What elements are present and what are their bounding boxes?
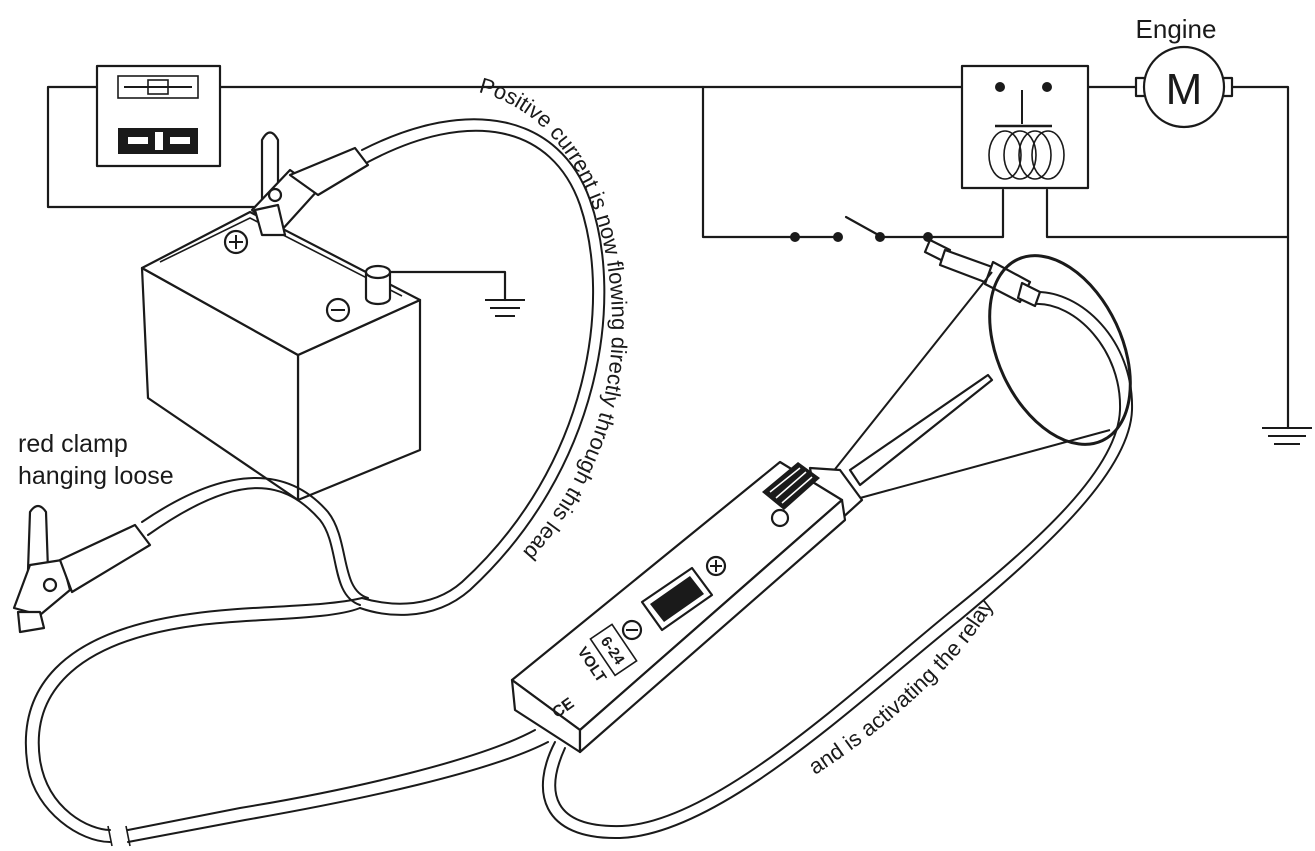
ground-symbol-icon xyxy=(485,299,525,317)
circuit-wiring xyxy=(46,85,1290,430)
relay xyxy=(960,64,1090,190)
activating-relay-text: and is activating the relay xyxy=(804,594,998,779)
right-ground-wire xyxy=(1230,85,1290,430)
battery-ground-wire xyxy=(376,270,507,302)
probe-clip xyxy=(923,238,1042,308)
switch-blade xyxy=(844,215,884,239)
positive-current-annotation: Positive current is now flowing directly… xyxy=(477,73,632,566)
led-indicator xyxy=(770,508,790,528)
engine-label: Engine xyxy=(1136,14,1217,44)
plus-circle-icon xyxy=(705,555,727,577)
minus-circle-icon xyxy=(325,297,351,323)
activating-relay-annotation: and is activating the relay xyxy=(804,594,998,779)
coil-feed-wire xyxy=(930,188,1005,239)
magnifier-cone xyxy=(827,254,1132,499)
battery-positive-clamp xyxy=(250,131,370,237)
battery xyxy=(140,210,422,502)
red-clamp-label-line1: red clamp xyxy=(18,430,128,458)
circuit-tester: 6-24 VOLT CE xyxy=(510,373,994,754)
fuse-box xyxy=(95,64,222,168)
motor-symbol: M xyxy=(1166,65,1203,114)
positive-current-text: Positive current is now flowing directly… xyxy=(477,73,632,566)
branch-wire xyxy=(701,85,797,239)
coil-return-wire xyxy=(1045,188,1290,239)
red-clamp xyxy=(12,504,152,634)
speaker-grille xyxy=(762,462,820,510)
ground-symbol-icon xyxy=(1262,427,1312,445)
negative-terminal xyxy=(364,264,392,306)
red-clamp-label-line2: hanging loose xyxy=(18,462,174,490)
relay-coil-icon xyxy=(988,130,1065,180)
motor-icon: M xyxy=(1134,45,1234,129)
minus-circle-icon xyxy=(621,619,643,641)
left-loop-wire xyxy=(46,85,272,209)
test-leads xyxy=(24,118,1134,847)
plus-circle-icon xyxy=(223,229,249,255)
